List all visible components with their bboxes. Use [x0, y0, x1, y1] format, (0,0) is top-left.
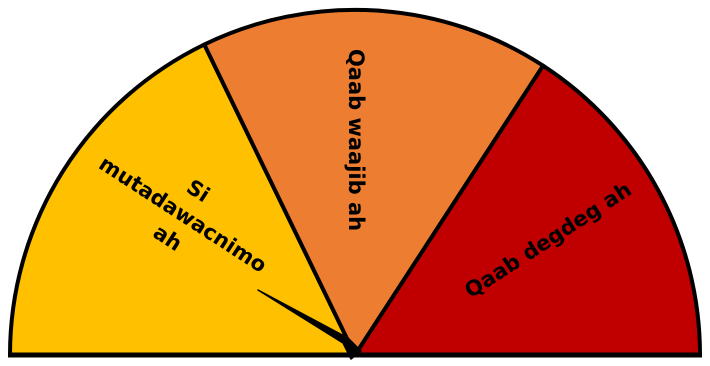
- gauge-segment-required: [202, 7, 546, 357]
- gauge-label-required-text: Qaab waajib ah: [344, 49, 368, 231]
- gauge-label-required: Qaab waajib ah: [344, 49, 368, 231]
- gauge-segment-sustainable: [8, 42, 357, 357]
- gauge-needle: [257, 289, 362, 360]
- gauge-segment-urgent: [353, 63, 702, 357]
